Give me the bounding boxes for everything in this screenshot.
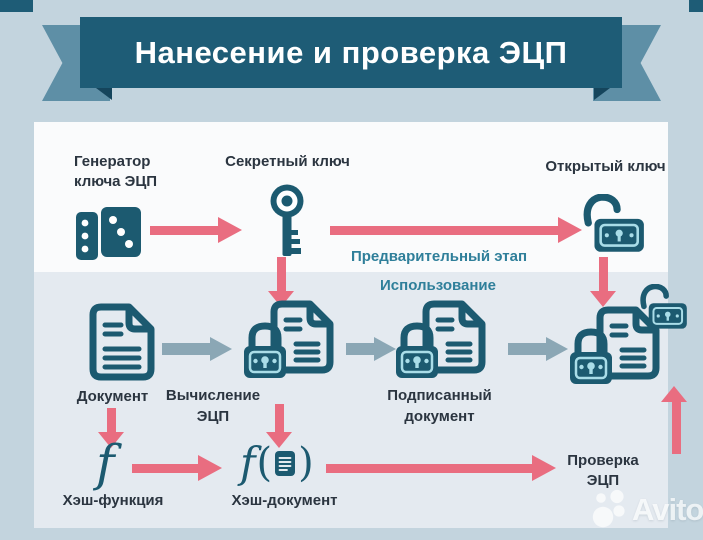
arrow-hashdoc-to-verification [326, 464, 532, 473]
arrowhead-hash-to-hashdoc [198, 455, 222, 481]
mini-document-icon [275, 450, 296, 476]
generator-label-line2: ключа ЭЦП [74, 173, 158, 190]
paren-open: ( [256, 440, 273, 486]
arrowhead-public-down [590, 291, 616, 307]
page-title: Нанесение и проверка ЭЦП [134, 34, 568, 70]
title-banner: Нанесение и проверка ЭЦП [80, 17, 622, 88]
hash-document-f: f [240, 438, 256, 487]
arrow-compute-to-hashdoc [275, 404, 284, 432]
paren-close: ) [298, 440, 314, 486]
arrowhead-document-to-compute [210, 337, 232, 361]
verification-label: Проверка ЭЦП [558, 451, 648, 491]
verification-label-line1: Проверка [567, 452, 639, 469]
usage-stage-label: Использование [380, 277, 496, 294]
arrow-hash-to-hashdoc [132, 464, 198, 473]
hash-document-label: Хэш-документ [231, 492, 338, 509]
open-padlock-icon [583, 194, 644, 252]
signed-label-line2: документ [404, 408, 475, 425]
hash-document-symbol: f ( ) [240, 442, 314, 484]
arrow-key-to-public [330, 226, 558, 235]
dice-icon [76, 207, 141, 260]
arrowhead-hashdoc-to-verification [532, 455, 556, 481]
compute-label: Вычисление ЭЦП [158, 385, 268, 427]
key-icon [270, 184, 304, 256]
document-label: Документ [76, 388, 149, 405]
arrow-generator-to-key [150, 226, 218, 235]
hash-function-label: Хэш-функция [62, 492, 164, 509]
watermark: Avito [592, 489, 703, 531]
arrowhead-key-to-public [558, 217, 582, 243]
avito-logo-icon [592, 489, 625, 528]
generator-label: Генератор ключа ЭЦП [74, 152, 174, 192]
signed-document-icon [244, 300, 334, 378]
preliminary-stage-label: Предварительный этап [350, 248, 528, 265]
arrowhead-compute-to-signed [374, 337, 396, 361]
document-icon [89, 303, 155, 381]
watermark-text: Avito [632, 492, 703, 527]
arrowhead-compute-to-hashdoc [266, 432, 292, 448]
signed-document-icon [396, 300, 486, 378]
arrow-signed-to-verify [508, 343, 546, 355]
compute-label-line2: ЭЦП [196, 408, 230, 425]
open-padlock-icon [640, 284, 687, 329]
secret-key-label: Секретный ключ [225, 153, 350, 170]
arrow-compute-to-signed [346, 343, 374, 355]
arrowhead-verify-up [661, 386, 687, 402]
arrowhead-document-to-hash [98, 432, 124, 448]
top-right-trim [689, 0, 703, 12]
signed-label: Подписанный документ [382, 385, 497, 427]
arrowhead-signed-to-verify [546, 337, 568, 361]
compute-label-line1: Вычисление [165, 387, 261, 404]
top-left-trim [0, 0, 33, 12]
public-key-label: Открытый ключ [545, 158, 666, 175]
signed-label-line1: Подписанный [387, 387, 492, 404]
arrow-public-down [599, 257, 608, 291]
generator-label-line1: Генератор [74, 153, 151, 170]
arrowhead-generator-to-key [218, 217, 242, 243]
arrow-document-to-hash [107, 408, 116, 432]
hash-function-symbol: f [96, 434, 115, 492]
signed-document-icon [570, 306, 660, 384]
verification-label-line2: ЭЦП [586, 472, 620, 489]
arrow-verify-up [672, 402, 681, 454]
arrow-document-to-compute [162, 343, 210, 355]
arrow-key-down [277, 257, 286, 291]
